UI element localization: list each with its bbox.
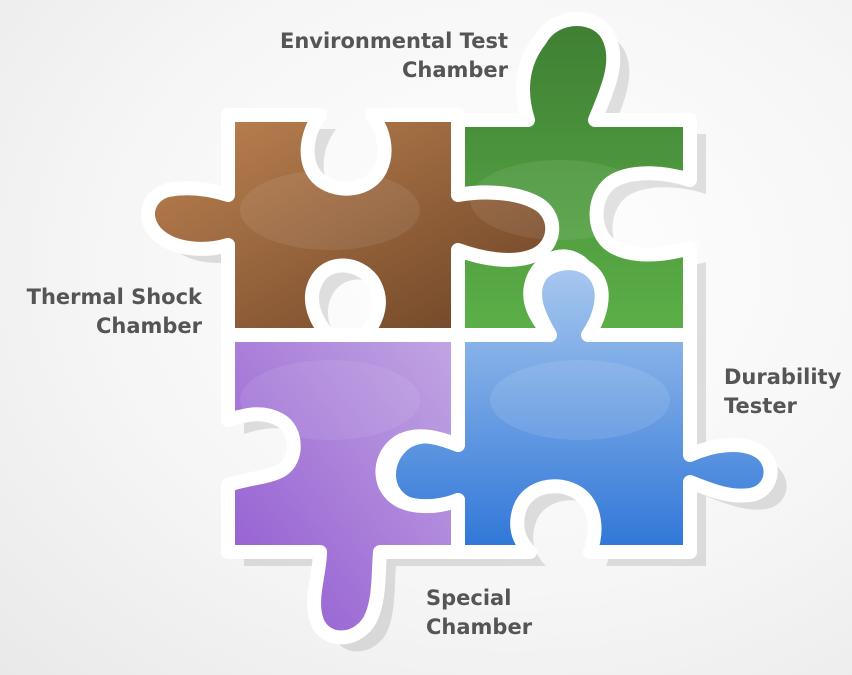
label-environmental-test-chamber: Environmental Test Chamber xyxy=(250,27,508,85)
label-line: Durability xyxy=(724,365,842,389)
label-thermal-shock-chamber: Thermal Shock Chamber xyxy=(0,283,202,341)
label-line: Chamber xyxy=(426,615,533,639)
label-line: Chamber xyxy=(95,314,202,338)
puzzle-piece-thermal xyxy=(141,108,560,342)
label-line: Environmental Test xyxy=(279,29,508,53)
label-line: Thermal Shock xyxy=(26,285,202,309)
label-line: Tester xyxy=(724,394,797,418)
puzzle-piece-special xyxy=(221,328,465,645)
label-line: Special xyxy=(426,586,512,610)
label-special-chamber: Special Chamber xyxy=(426,584,532,642)
label-line: Chamber xyxy=(401,58,508,82)
label-durability-tester: Durability Tester xyxy=(724,363,841,421)
